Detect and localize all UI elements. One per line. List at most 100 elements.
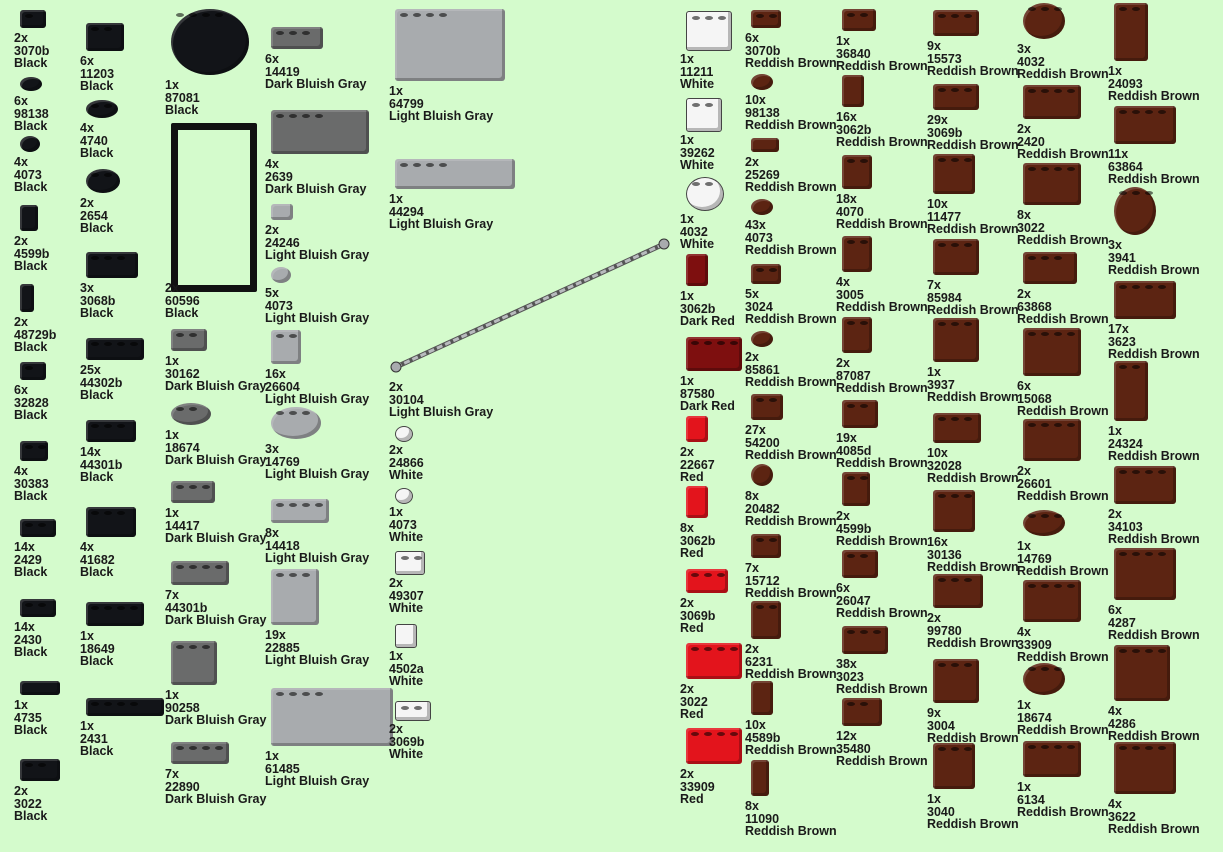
part-quantity: 2x xyxy=(14,31,28,45)
lego-part-icon xyxy=(395,426,413,442)
part-quantity: 3x xyxy=(265,442,279,456)
part-number: 4085d xyxy=(836,443,872,458)
stud-mark xyxy=(692,182,700,186)
lego-part-icon xyxy=(20,681,60,695)
part-quantity: 5x xyxy=(265,286,279,300)
stud-mark xyxy=(847,630,855,634)
part-number: 61485 xyxy=(265,761,300,776)
lego-part-icon xyxy=(1023,252,1077,284)
stud-mark xyxy=(91,173,99,177)
stud-mark xyxy=(1054,7,1062,11)
stud-mark xyxy=(1028,423,1036,427)
part-number: 3068b xyxy=(80,293,116,308)
part-number: 24246 xyxy=(265,235,300,250)
stud-mark xyxy=(25,14,33,18)
stud-mark xyxy=(1132,470,1140,474)
stud-mark xyxy=(847,240,855,244)
stud-mark xyxy=(847,702,855,706)
lego-part-icon xyxy=(751,464,773,486)
part-color: Black xyxy=(14,56,48,70)
stud-mark xyxy=(104,702,112,706)
stud-mark xyxy=(400,163,408,167)
stud-mark xyxy=(1054,745,1062,749)
stud-mark xyxy=(717,732,725,736)
stud-mark xyxy=(289,31,297,35)
stud-mark xyxy=(302,503,310,507)
part-color: Dark Bluish Gray xyxy=(165,792,267,806)
part-color: Light Bluish Gray xyxy=(389,217,494,231)
lego-part-icon xyxy=(271,267,291,283)
part-color: Dark Bluish Gray xyxy=(165,379,267,393)
stud-mark xyxy=(1119,746,1127,750)
stud-mark xyxy=(938,417,946,421)
part-number: 3069b xyxy=(389,734,425,749)
lego-part-icon xyxy=(933,154,975,194)
lego-part-icon xyxy=(1114,3,1148,61)
part-quantity: 1x xyxy=(680,52,694,66)
stud-mark xyxy=(951,663,959,667)
part-color: Reddish Brown xyxy=(836,59,928,73)
part-color: Reddish Brown xyxy=(1108,347,1200,361)
part-color: Reddish Brown xyxy=(1017,404,1109,418)
part-number: 44302b xyxy=(80,375,123,390)
stud-mark xyxy=(91,342,99,346)
part-quantity: 16x xyxy=(265,367,286,381)
part-number: 99780 xyxy=(927,623,962,638)
stud-mark xyxy=(964,88,972,92)
stud-mark xyxy=(691,647,699,651)
stud-mark xyxy=(691,732,699,736)
part-number: 3022 xyxy=(680,694,708,709)
stud-mark xyxy=(104,104,112,108)
part-color: Reddish Brown xyxy=(927,636,1019,650)
part-color: Red xyxy=(680,621,704,635)
lego-part-icon xyxy=(842,626,888,654)
part-color: Black xyxy=(14,809,48,823)
part-color: Reddish Brown xyxy=(836,217,928,231)
stud-mark xyxy=(704,732,712,736)
part-number: 32028 xyxy=(927,458,962,473)
part-color: Black xyxy=(14,408,48,422)
part-quantity: 7x xyxy=(745,561,759,575)
part-number: 49307 xyxy=(389,588,424,603)
stud-mark xyxy=(1158,746,1166,750)
lego-part-icon xyxy=(751,138,779,152)
stud-mark xyxy=(176,407,184,411)
stud-mark xyxy=(315,114,323,118)
lego-part-icon xyxy=(86,23,124,51)
lego-part-icon xyxy=(171,403,211,425)
part-color: Reddish Brown xyxy=(745,180,837,194)
part-color: Dark Bluish Gray xyxy=(165,713,267,727)
part-color: Light Bluish Gray xyxy=(265,774,370,788)
part-color: White xyxy=(680,158,715,172)
stud-mark xyxy=(1041,256,1049,260)
lego-part-icon xyxy=(933,659,979,703)
part-number: 3022 xyxy=(1017,220,1045,235)
stud-mark xyxy=(1132,746,1140,750)
part-quantity: 7x xyxy=(165,588,179,602)
stud-mark xyxy=(769,538,777,542)
stud-mark xyxy=(860,240,868,244)
lego-part-icon xyxy=(171,329,207,351)
part-color: Light Bluish Gray xyxy=(265,653,370,667)
stud-mark xyxy=(104,173,112,177)
part-quantity: 4x xyxy=(265,157,279,171)
part-number: 3040 xyxy=(927,804,955,819)
stud-mark xyxy=(289,503,297,507)
part-quantity: 2x xyxy=(165,281,179,295)
part-number: 85984 xyxy=(927,290,962,305)
part-color: Reddish Brown xyxy=(836,456,928,470)
